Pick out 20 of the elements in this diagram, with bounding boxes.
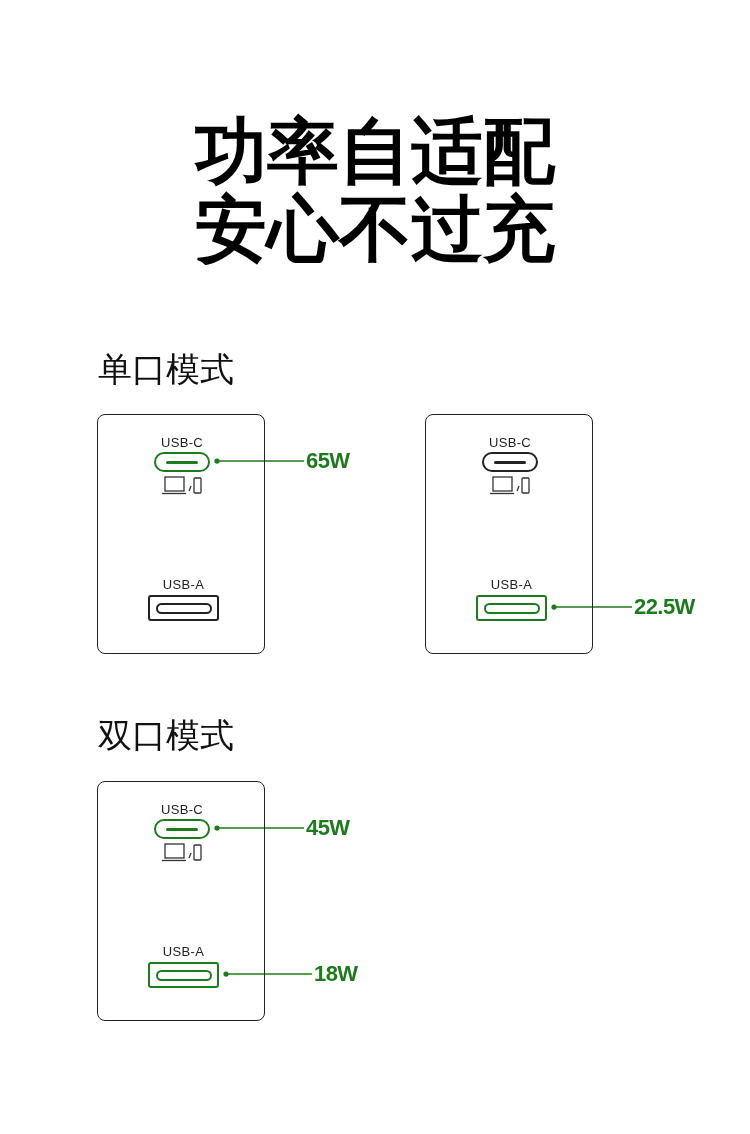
port-label: USB-A — [162, 944, 205, 960]
charger-panel — [97, 781, 265, 1021]
charger-panel — [425, 414, 593, 654]
charger-panel — [97, 414, 265, 654]
power-label: 45W — [306, 815, 350, 841]
port-label: USB-C — [160, 435, 204, 451]
port-label: USB-C — [160, 802, 204, 818]
port-label: USB-A — [162, 577, 205, 593]
power-label: 65W — [306, 448, 350, 474]
section-heading: 双口模式 — [98, 715, 234, 756]
leader-line — [214, 825, 305, 831]
leader-line — [223, 971, 313, 977]
leader-line — [214, 458, 305, 464]
port-label: USB-C — [488, 435, 532, 451]
port-label: USB-A — [490, 577, 533, 593]
power-label: 22.5W — [634, 594, 695, 620]
title: 功率自适配安心不过充 — [193, 112, 557, 268]
power-label: 18W — [314, 961, 358, 987]
section-heading: 单口模式 — [98, 349, 234, 390]
leader-line — [551, 604, 633, 610]
